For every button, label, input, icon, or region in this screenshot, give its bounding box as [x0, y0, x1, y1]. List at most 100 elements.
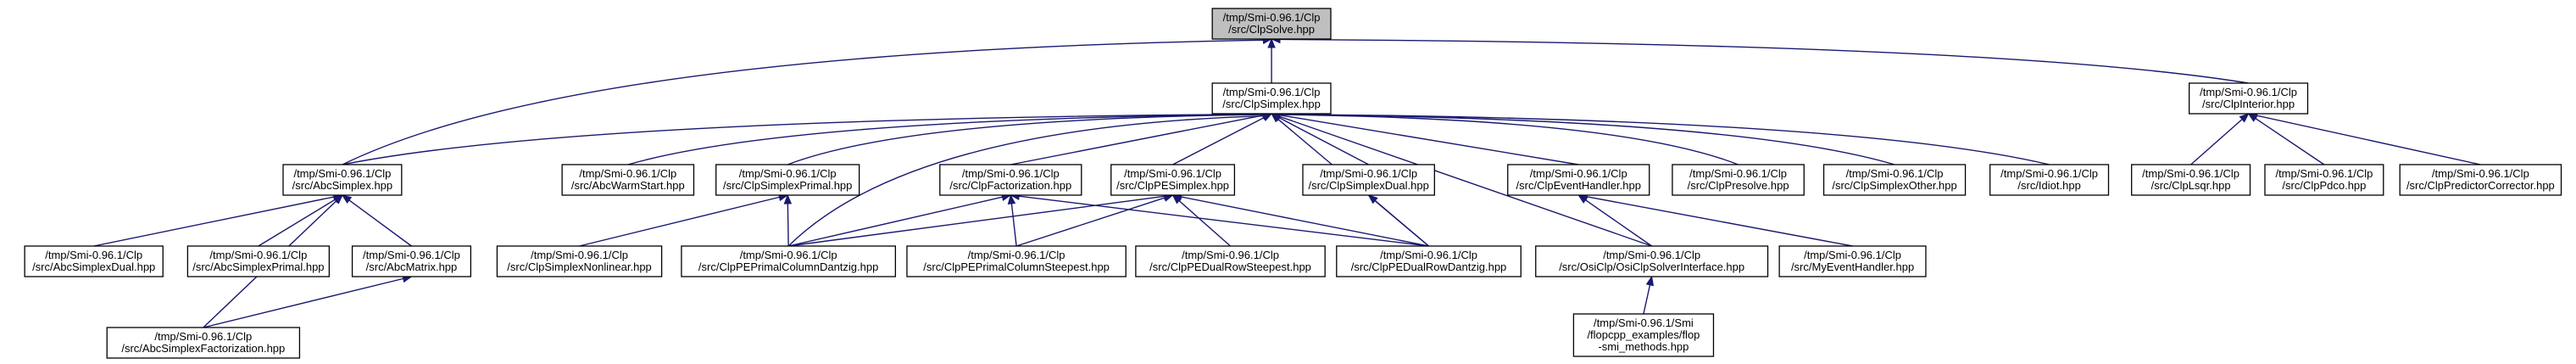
node-label-line: /tmp/Smi-0.96.1/Clp — [1182, 249, 1279, 261]
node-abc-simplex-factorization[interactable]: /tmp/Smi-0.96.1/Clp/src/AbcSimplexFactor… — [106, 327, 301, 359]
node-label-line: /tmp/Smi-0.96.1/Clp — [363, 249, 460, 261]
arrowhead-clp-solve — [1267, 37, 1276, 48]
node-label-line: /tmp/Smi-0.96.1/Clp — [1380, 249, 1477, 261]
node-label-line: /src/ClpSimplexOther.hpp — [1832, 179, 1956, 192]
node-clp-pesimplex[interactable]: /tmp/Smi-0.96.1/Clp/src/ClpPESimplex.hpp — [1110, 164, 1236, 196]
node-label-line: /tmp/Smi-0.96.1/Clp — [2275, 167, 2373, 180]
node-clp-presolve[interactable]: /tmp/Smi-0.96.1/Clp/src/ClpPresolve.hpp — [1672, 164, 1805, 196]
node-label-line: /src/MyEventHandler.hpp — [1791, 260, 1914, 273]
node-label-line: /src/Idiot.hpp — [2017, 179, 2080, 192]
node-box — [1572, 313, 1715, 357]
node-label-line: /src/AbcSimplexDual.hpp — [32, 260, 155, 273]
edge-idiot-to-clp-simplex — [1280, 113, 2050, 165]
arrowhead-abc-simplex — [341, 194, 353, 204]
edge-clp-pedual-row-dantzig-to-clp-simplex-dual — [1374, 199, 1429, 247]
node-clp-interior[interactable]: /tmp/Smi-0.96.1/Clp/src/ClpInterior.hpp — [2189, 82, 2309, 115]
edge-clp-pedual-row-dantzig-to-clp-factorization — [1019, 195, 1429, 247]
edge-abc-warm-start-to-clp-simplex — [627, 114, 1264, 165]
node-abc-matrix[interactable]: /tmp/Smi-0.96.1/Clp/src/AbcMatrix.hpp — [351, 245, 472, 277]
node-clp-predictor-corrector[interactable]: /tmp/Smi-0.96.1/Clp/src/ClpPredictorCorr… — [2399, 164, 2562, 196]
node-label-line: /tmp/Smi-0.96.1/Clp — [579, 167, 676, 180]
node-clp-pdco[interactable]: /tmp/Smi-0.96.1/Clp/src/ClpPdco.hpp — [2264, 164, 2384, 196]
edge-osi-clp-solver-interface-to-clp-event-handler — [1585, 199, 1653, 247]
edge-my-event-handler-to-clp-event-handler — [1586, 196, 1853, 247]
node-clp-simplex-nonlinear[interactable]: /tmp/Smi-0.96.1/Clp/src/ClpSimplexNonlin… — [496, 245, 663, 277]
edge-clp-peprimal-column-steepest-to-clp-pesimplex — [1015, 197, 1166, 247]
node-label-line: /src/ClpInterior.hpp — [2202, 98, 2295, 110]
node-box — [715, 164, 860, 196]
edge-clp-simplex-dual-to-clp-simplex — [1278, 117, 1369, 165]
node-label-line: /src/ClpSimplexPrimal.hpp — [723, 179, 852, 192]
arrowhead-clp-simplex-primal — [783, 193, 793, 204]
node-box — [106, 327, 301, 359]
node-label-line: /src/ClpSolve.hpp — [1228, 23, 1315, 36]
node-label-line: /flopcpp_examples/flop — [1587, 328, 1700, 341]
node-clp-simplex[interactable]: /tmp/Smi-0.96.1/Clp/src/ClpSimplex.hpp — [1211, 82, 1332, 115]
edge-abc-simplex-dual-to-abc-simplex — [93, 196, 335, 247]
node-abc-simplex[interactable]: /tmp/Smi-0.96.1/Clp/src/AbcSimplex.hpp — [282, 164, 403, 196]
node-label-line: /tmp/Smi-0.96.1/Clp — [2432, 167, 2529, 180]
edge-abc-simplex-to-clp-solve — [342, 39, 1264, 165]
node-osi-clp-solver-interface[interactable]: /tmp/Smi-0.96.1/Clp/src/OsiClp/OsiClpSol… — [1535, 245, 1769, 277]
arrowhead-clp-factorization — [1007, 193, 1016, 204]
edge-clp-peprimal-column-dantzig-to-clp-simplex — [787, 115, 1264, 247]
node-clp-event-handler[interactable]: /tmp/Smi-0.96.1/Clp/src/ClpEventHandler.… — [1507, 164, 1650, 196]
node-abc-warm-start[interactable]: /tmp/Smi-0.96.1/Clp/src/AbcWarmStart.hpp — [561, 164, 695, 196]
node-label-line: /tmp/Smi-0.96.1/Clp — [1846, 167, 1944, 180]
node-label-line: /src/ClpLsqr.hpp — [2151, 179, 2231, 192]
node-label-line: /tmp/Smi-0.96.1/Clp — [1603, 249, 1700, 261]
edge-clp-simplex-nonlinear-to-clp-simplex-primal — [579, 196, 780, 247]
node-label-line: /src/ClpPEDualRowDantzig.hpp — [1351, 260, 1507, 273]
edge-clp-peprimal-column-steepest-to-clp-factorization — [1010, 203, 1017, 247]
edge-clp-peprimal-column-dantzig-to-clp-simplex-primal — [787, 203, 789, 247]
edge-abc-simplex-factorization-to-abc-matrix — [203, 277, 403, 328]
node-box — [1135, 245, 1326, 277]
node-box — [282, 164, 403, 196]
node-box — [1535, 245, 1769, 277]
node-my-event-handler[interactable]: /tmp/Smi-0.96.1/Clp/src/MyEventHandler.h… — [1778, 245, 1927, 277]
node-clp-peprimal-column-steepest[interactable]: /tmp/Smi-0.96.1/Clp/src/ClpPEPrimalColum… — [906, 245, 1127, 277]
node-clp-pedual-row-dantzig[interactable]: /tmp/Smi-0.96.1/Clp/src/ClpPEDualRowDant… — [1336, 245, 1522, 277]
node-label-line: /tmp/Smi-0.96.1/Clp — [1804, 249, 1901, 261]
node-box — [1110, 164, 1236, 196]
node-clp-pedual-row-steepest[interactable]: /tmp/Smi-0.96.1/Clp/src/ClpPEDualRowStee… — [1135, 245, 1326, 277]
node-label-line: /src/AbcSimplexFactorization.hpp — [121, 342, 285, 355]
node-label-line: -smi_methods.hpp — [1598, 340, 1689, 353]
node-clp-simplex-dual[interactable]: /tmp/Smi-0.96.1/Clp/src/ClpSimplexDual.h… — [1302, 164, 1435, 196]
edge-clp-pedual-row-steepest-to-clp-pesimplex — [1178, 200, 1232, 247]
node-label-line: /tmp/Smi-0.96.1/Clp — [45, 249, 142, 261]
node-box — [561, 164, 695, 196]
node-label-line: /src/ClpPEDualRowSteepest.hpp — [1149, 260, 1311, 273]
node-box — [1778, 245, 1927, 277]
node-label-line: /tmp/Smi-0.96.1/Clp — [1530, 167, 1627, 180]
node-clp-factorization[interactable]: /tmp/Smi-0.96.1/Clp/src/ClpFactorization… — [939, 164, 1082, 196]
node-label-line: /tmp/Smi-0.96.1/Clp — [1320, 167, 1417, 180]
node-label-line: /tmp/Smi-0.96.1/Smi — [1594, 316, 1694, 329]
edge-clp-simplex-other-to-clp-simplex — [1280, 114, 1895, 165]
node-clp-lsqr[interactable]: /tmp/Smi-0.96.1/Clp/src/ClpLsqr.hpp — [2131, 164, 2251, 196]
node-label-line: /tmp/Smi-0.96.1/Clp — [209, 249, 307, 261]
node-abc-simplex-dual[interactable]: /tmp/Smi-0.96.1/Clp/src/AbcSimplexDual.h… — [24, 245, 164, 277]
node-clp-simplex-other[interactable]: /tmp/Smi-0.96.1/Clp/src/ClpSimplexOther.… — [1822, 164, 1967, 196]
node-box — [1507, 164, 1650, 196]
edge-clp-peprimal-column-dantzig-to-clp-pesimplex — [788, 195, 1165, 247]
node-clp-peprimal-column-dantzig[interactable]: /tmp/Smi-0.96.1/Clp/src/ClpPEPrimalColum… — [681, 245, 897, 277]
node-clp-simplex-primal[interactable]: /tmp/Smi-0.96.1/Clp/src/ClpSimplexPrimal… — [715, 164, 860, 196]
node-label-line: /tmp/Smi-0.96.1/Clp — [531, 249, 628, 261]
node-label-line: /tmp/Smi-0.96.1/Clp — [1689, 167, 1787, 180]
node-label-line: /src/AbcMatrix.hpp — [366, 260, 458, 273]
node-label-line: /tmp/Smi-0.96.1/Clp — [154, 330, 252, 343]
edge-osi-clp-solver-interface-to-clp-simplex — [1279, 115, 1652, 247]
edge-clp-interior-to-clp-solve — [1280, 38, 2249, 84]
node-flop-smi-methods[interactable]: /tmp/Smi-0.96.1/Smi/flopcpp_examples/flo… — [1572, 313, 1715, 357]
edge-clp-simplex-primal-to-clp-simplex — [787, 114, 1264, 165]
node-label-line: /src/ClpPESimplex.hpp — [1116, 179, 1229, 192]
node-box — [1822, 164, 1967, 196]
node-label-line: /src/ClpPEPrimalColumnDantzig.hpp — [698, 260, 878, 273]
node-idiot[interactable]: /tmp/Smi-0.96.1/Clp/src/Idiot.hpp — [1989, 164, 2110, 196]
node-label-line: /tmp/Smi-0.96.1/Clp — [2142, 167, 2239, 180]
dependency-edges — [93, 35, 2481, 328]
node-abc-simplex-primal[interactable]: /tmp/Smi-0.96.1/Clp/src/AbcSimplexPrimal… — [186, 245, 331, 277]
edge-clp-presolve-to-clp-simplex — [1280, 114, 1739, 165]
node-box — [1211, 8, 1332, 40]
